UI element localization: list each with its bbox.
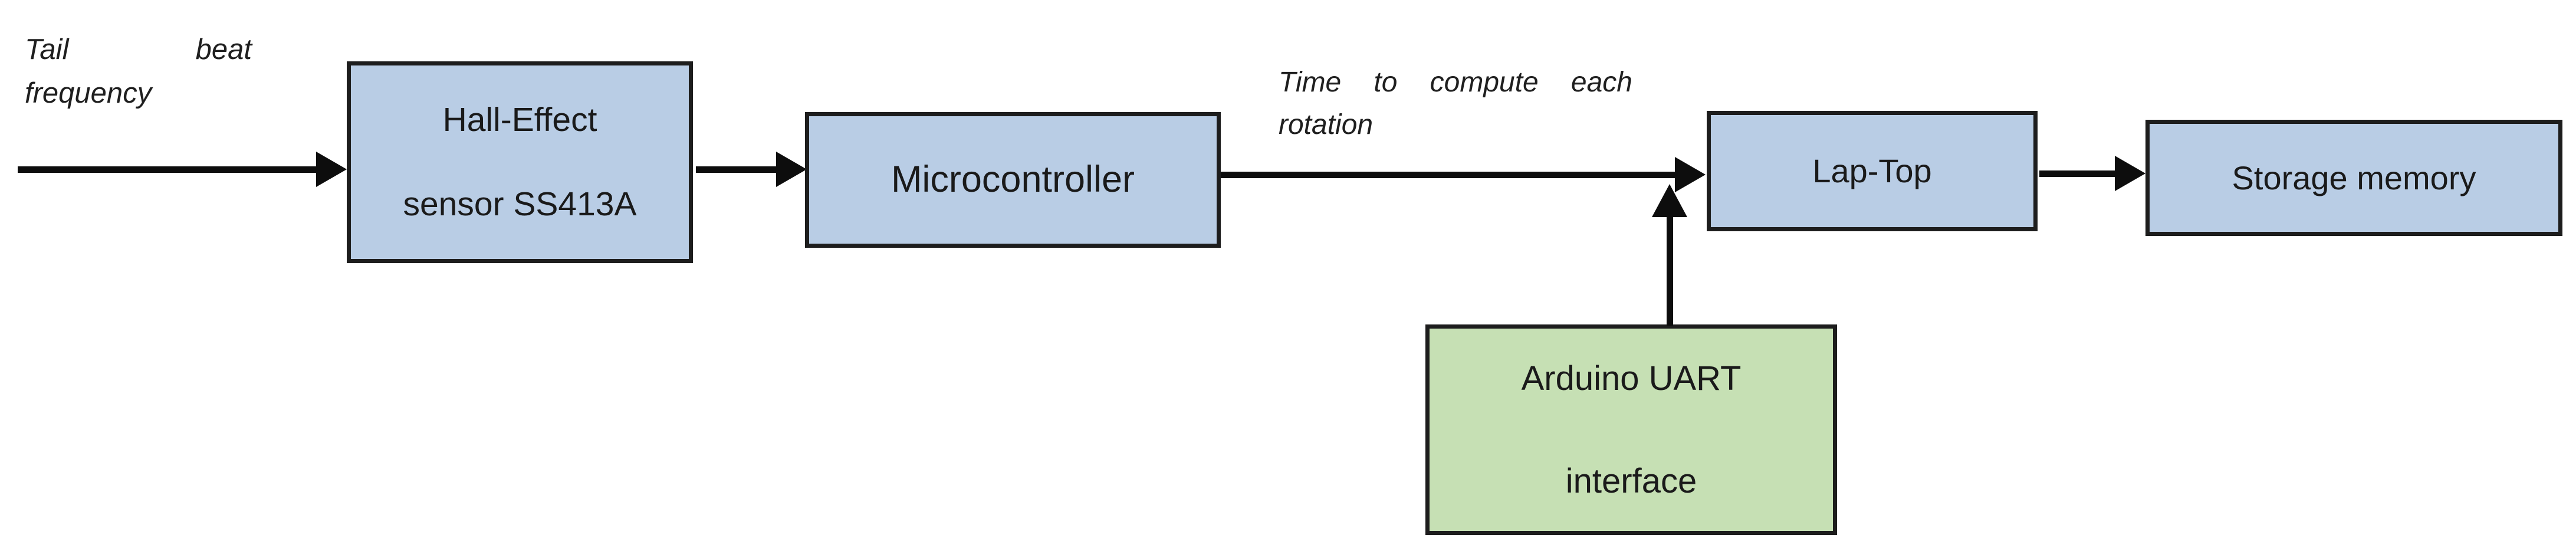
box-arduino-uart-interface: Arduino UART interface	[1425, 324, 1837, 535]
box-hall-effect-sensor-line1: Hall-Effect	[442, 101, 597, 139]
box-microcontroller: Microcontroller	[805, 112, 1221, 248]
hall-to-micro-arrow-line	[696, 166, 778, 173]
arduino-up-arrow-line	[1667, 216, 1673, 326]
box-hall-effect-sensor: Hall-Effect sensor SS413A	[347, 61, 693, 263]
box-laptop-line1: Lap-Top	[1812, 152, 1932, 190]
label-time-to-compute-line1: Time to compute each	[1279, 67, 1632, 98]
input-arrow-head-icon	[316, 152, 347, 187]
label-time-to-compute: Time to compute each rotation	[1279, 61, 1632, 146]
box-arduino-uart-interface-line2: interface	[1565, 461, 1697, 500]
box-laptop: Lap-Top	[1707, 111, 2038, 231]
micro-to-laptop-arrow-line	[1221, 172, 1677, 178]
laptop-to-storage-arrow-line	[2039, 170, 2116, 177]
label-tail-beat-frequency-line2: frequency	[25, 77, 152, 109]
label-tail-beat-frequency-line1: Tail beat	[25, 34, 252, 65]
arduino-up-arrow-head-icon	[1652, 184, 1687, 217]
box-storage-memory: Storage memory	[2145, 120, 2562, 236]
label-time-to-compute-line2: rotation	[1279, 109, 1374, 140]
box-arduino-uart-interface-line1: Arduino UART	[1521, 359, 1742, 398]
box-storage-memory-line1: Storage memory	[2232, 159, 2476, 196]
label-tail-beat-frequency: Tail beat frequency	[25, 28, 252, 115]
box-microcontroller-line1: Microcontroller	[891, 159, 1135, 201]
laptop-to-storage-arrow-head-icon	[2115, 156, 2145, 191]
box-hall-effect-sensor-line2: sensor SS413A	[403, 185, 637, 223]
hall-to-micro-arrow-head-icon	[776, 152, 807, 187]
input-arrow-line	[18, 166, 318, 173]
